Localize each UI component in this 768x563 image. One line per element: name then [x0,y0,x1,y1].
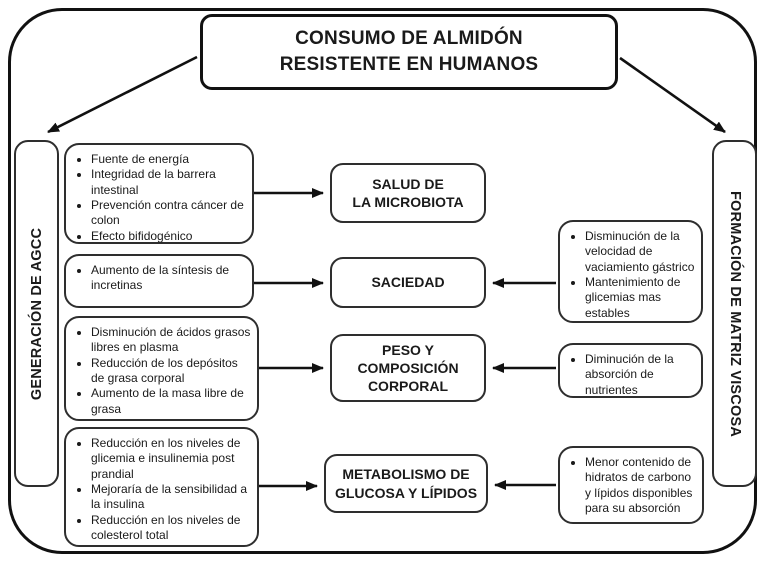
left-box-saciedad-effects: Aumento de la síntesis de incretinas [64,254,254,308]
bullet-item: Reducción en los niveles de glicemia e i… [91,436,251,482]
bullet-item: Prevención contra cáncer de colon [91,198,246,229]
outcome-label: SACIEDAD [371,274,445,291]
right-box-saciedad-mechanism: Disminución de la velocidad de vaciamien… [558,220,703,323]
outcome-box-peso-composicion: PESO Y COMPOSICIÓN CORPORAL [330,334,486,402]
bullet-item: Reducción de los depósitos de grasa corp… [91,356,251,387]
right-box-metabolismo-mechanism: Menor contenido de hidratos de carbono y… [558,446,704,524]
bullet-item: Aumento de la síntesis de incretinas [91,263,246,294]
outcome-label: PESO Y COMPOSICIÓN CORPORAL [357,341,459,395]
left-axis-box: GENERACIÓN DE AGCC [14,140,59,487]
bullet-item: Aumento de la masa libre de grasa [91,386,251,417]
bullet-item: Mejoraría de la sensibilidad a la insuli… [91,482,251,513]
outcome-box-saciedad: SACIEDAD [330,257,486,308]
bullet-item: Mantenimiento de glicemias mas estables [585,275,695,321]
bullet-list: Disminución de ácidos grasos libres en p… [66,318,257,422]
right-box-peso-mechanism: Diminución de la absorción de nutrientes [558,343,703,398]
bullet-list: Menor contenido de hidratos de carbono y… [560,448,702,521]
outcome-box-salud-microbiota: SALUD DE LA MICROBIOTA [330,163,486,223]
right-axis-label: FORMACIÓN DE MATRIZ VISCOSA [726,190,743,437]
right-axis-box: FORMACIÓN DE MATRIZ VISCOSA [712,140,757,487]
outcome-label: SALUD DE LA MICROBIOTA [352,175,464,210]
bullet-item: Menor contenido de hidratos de carbono y… [585,455,696,516]
left-box-peso-effects: Disminución de ácidos grasos libres en p… [64,316,259,421]
bullet-item: Reducción en los niveles de colesterol t… [91,513,251,544]
outcome-label: METABOLISMO DE GLUCOSA Y LÍPIDOS [334,466,478,501]
bullet-item: Disminución de la velocidad de vaciamien… [585,229,695,275]
bullet-list: Aumento de la síntesis de incretinas [66,256,252,299]
bullet-item: Integridad de la barrera intestinal [91,167,246,198]
bullet-list: Fuente de energía Integridad de la barre… [66,145,252,249]
bullet-list: Diminución de la absorción de nutrientes [560,345,701,403]
bullet-list: Reducción en los niveles de glicemia e i… [66,429,257,549]
title-box: CONSUMO DE ALMIDÓN RESISTENTE EN HUMANOS [200,14,618,90]
left-box-metabolismo-effects: Reducción en los niveles de glicemia e i… [64,427,259,547]
diagram-title: CONSUMO DE ALMIDÓN RESISTENTE EN HUMANOS [279,28,539,75]
bullet-item: Fuente de energía [91,152,246,167]
bullet-item: Diminución de la absorción de nutrientes [585,352,695,398]
bullet-list: Disminución de la velocidad de vaciamien… [560,222,701,326]
bullet-item: Efecto bifidogénico [91,229,246,244]
left-axis-label: GENERACIÓN DE AGCC [28,227,45,400]
outcome-box-metabolismo: METABOLISMO DE GLUCOSA Y LÍPIDOS [324,454,488,513]
left-box-microbiota-effects: Fuente de energía Integridad de la barre… [64,143,254,244]
bullet-item: Disminución de ácidos grasos libres en p… [91,325,251,356]
